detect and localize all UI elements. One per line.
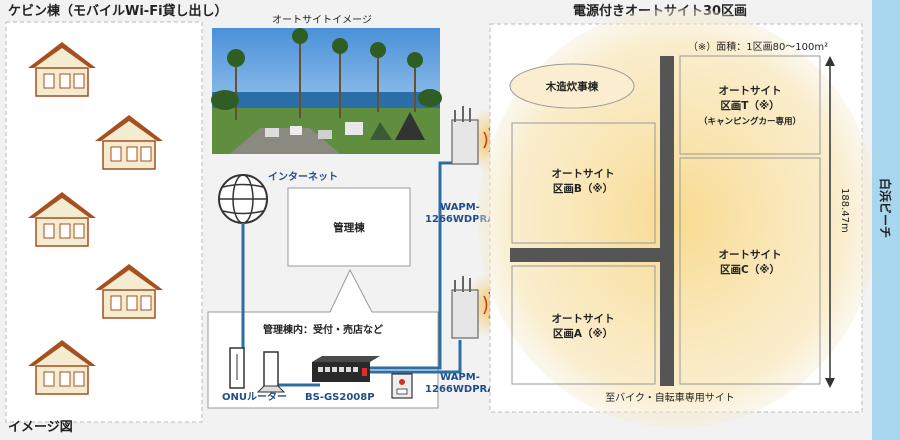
cabin-title: ケビン棟（モバイルWi-Fi貸し出し）: [8, 3, 228, 19]
switch-model-label: BS-GS2008P: [305, 392, 375, 403]
onu-router-icon: [229, 347, 286, 393]
zone-b-label-line1: オートサイト: [552, 168, 615, 180]
campsite-photo: [211, 28, 442, 154]
road-horizontal: [510, 248, 674, 262]
wifi-coverage-glow: [478, 8, 878, 428]
kitchen-label: 木造炊事棟: [545, 80, 599, 93]
zone-t-label-line3: （キャンピングカー専用）: [699, 116, 801, 127]
area-note: （※）面積：1区画80～100m²: [688, 40, 828, 53]
access-point-lower-label-line1: WAPM-: [440, 372, 480, 383]
kitchen-building: [509, 63, 635, 109]
zone-a-label-line1: オートサイト: [552, 313, 615, 325]
zone-a-label-line2: 区画A（※）: [553, 327, 613, 340]
beach-label: 白浜ビーチ: [878, 178, 893, 238]
beach-strip: [872, 0, 900, 440]
power-outlet-icon: [391, 373, 413, 399]
road-vertical: [660, 56, 674, 386]
length-label: 188.47m: [839, 188, 850, 233]
photo-caption: オートサイトイメージ: [272, 14, 372, 26]
internet-globe-icon: [218, 174, 268, 224]
management-building-box: [287, 187, 411, 267]
zone-c-label-line1: オートサイト: [719, 249, 782, 261]
management-building-label: 管理棟: [333, 221, 365, 234]
access-point-upper-label-line1: WAPM-: [440, 202, 480, 213]
bottom-note: 至バイク・自転車専用サイト: [605, 391, 735, 404]
zone-b: [511, 122, 656, 244]
zone-a: [511, 265, 656, 385]
internet-label: インターネット: [268, 171, 338, 183]
management-interior-label: 管理棟内：受付・売店など: [263, 323, 383, 336]
zone-b-label-line2: 区画B（※）: [553, 182, 613, 195]
image-figure-label: イメージ図: [8, 420, 73, 435]
zone-c: [679, 157, 821, 385]
zone-c-label-line2: 区画C（※）: [720, 263, 780, 276]
access-point-upper-label-line2: 1266WDPRA: [425, 214, 495, 225]
zone-t-label-line2: 区画T（※）: [720, 99, 779, 112]
access-point-lower-label-line2: 1266WDPRA: [425, 384, 495, 395]
length-dimension-arrow: [825, 56, 835, 388]
zone-t: [679, 55, 821, 155]
switch-icon: [312, 356, 380, 382]
zone-t-label-line1: オートサイト: [719, 85, 782, 97]
onu-router-label: ONUルーター: [222, 391, 287, 403]
